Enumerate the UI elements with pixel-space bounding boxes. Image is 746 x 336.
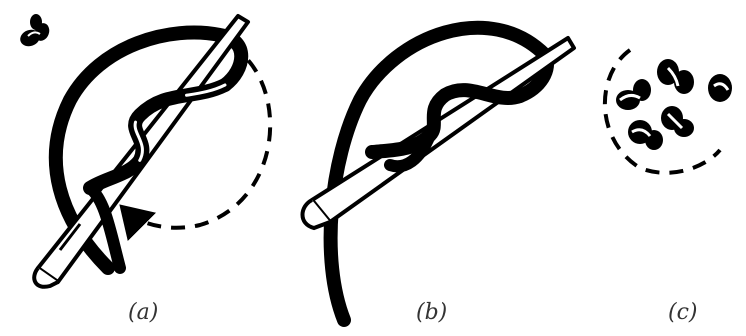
panel-a (18, 14, 270, 287)
panel-b (303, 28, 575, 320)
small-knot-a (18, 14, 52, 49)
thread-wraps-a (90, 85, 225, 268)
panel-c (605, 50, 732, 173)
caption-c: (c) (668, 300, 698, 325)
caption-b: (b) (416, 300, 447, 325)
knot-cluster-c (616, 59, 732, 150)
caption-a: (a) (128, 300, 158, 325)
